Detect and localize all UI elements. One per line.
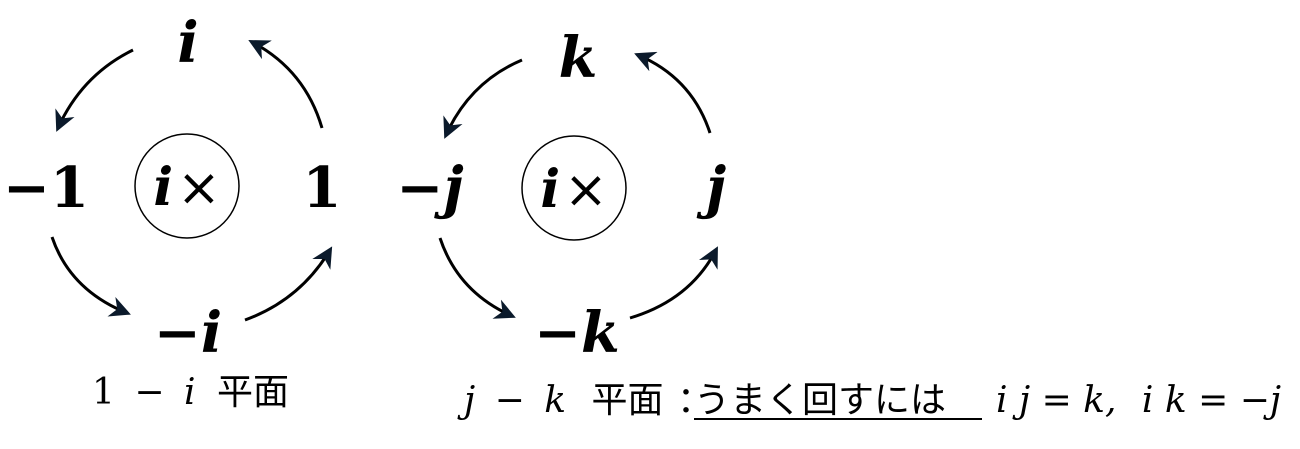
right-caption: j − k 平面 ： bbox=[457, 380, 713, 421]
arc-bottom-to-right bbox=[629, 246, 718, 320]
arc-left-to-bottom bbox=[50, 236, 131, 317]
rotation-equations: i j = k, i k = −j bbox=[996, 380, 1281, 421]
node-top-k: k bbox=[559, 25, 598, 91]
node-bottom-minus-i: −i bbox=[154, 300, 222, 366]
node-left-minus-one: −1 bbox=[3, 155, 89, 221]
center-operator-circle bbox=[521, 135, 627, 241]
node-bottom-minus-k: −k bbox=[534, 300, 620, 366]
center-operator-label: i× bbox=[540, 159, 607, 220]
node-top-i: i bbox=[177, 10, 198, 76]
arc-top-to-left bbox=[55, 48, 134, 132]
center-operator-label: i× bbox=[153, 157, 220, 218]
arc-left-to-bottom bbox=[438, 237, 516, 319]
left-rotation-diagram: i× i −1 1 −i 1 − i 平面 bbox=[3, 10, 341, 413]
arc-right-to-top bbox=[248, 40, 324, 129]
arc-top-to-left bbox=[443, 58, 523, 139]
left-caption: 1 − i 平面 bbox=[92, 372, 289, 413]
rotation-note: うまく回すには bbox=[694, 380, 946, 421]
node-left-minus-j: −j bbox=[396, 155, 463, 221]
node-right-j: j bbox=[696, 155, 726, 221]
arc-bottom-to-right bbox=[244, 246, 333, 322]
arc-right-to-top bbox=[634, 51, 712, 134]
node-right-one: 1 bbox=[303, 155, 342, 221]
center-operator-circle bbox=[134, 133, 240, 239]
right-rotation-diagram: i× k −j j −k j − k 平面 ： うまく回すには i j = k,… bbox=[396, 25, 1281, 421]
